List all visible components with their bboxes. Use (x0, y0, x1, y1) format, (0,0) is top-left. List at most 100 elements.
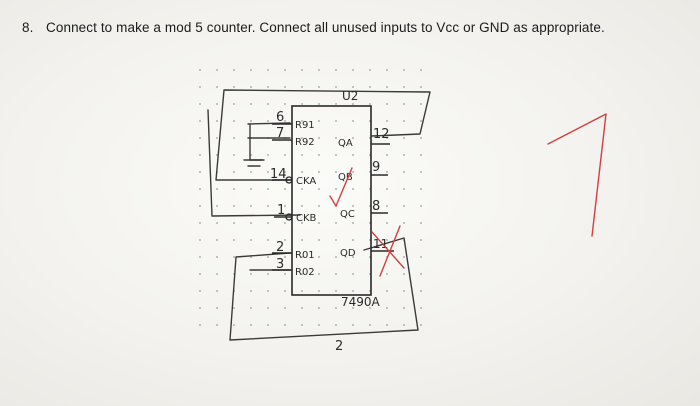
grid-dot (233, 69, 235, 71)
grid-dot (318, 171, 320, 173)
grid-dot (199, 273, 201, 275)
bottom-pin-number: 2 (335, 339, 343, 354)
pin-label-r91: R91 (295, 120, 315, 131)
cross-mark-b (379, 225, 401, 277)
grid-dot (216, 154, 218, 156)
grid-dot (403, 205, 405, 207)
cross-mark-a (371, 231, 405, 269)
grid-dot (335, 188, 337, 190)
grid-dot (199, 120, 201, 122)
grid-dot (301, 154, 303, 156)
grid-dot (386, 86, 388, 88)
grid-dot (403, 307, 405, 309)
grid-dot (216, 222, 218, 224)
pin-label-qc: QC (340, 209, 355, 220)
grid-dot (352, 222, 354, 224)
grid-dot (199, 103, 201, 105)
wiring (207, 89, 431, 341)
grid-dot (301, 239, 303, 241)
chip-body (291, 105, 372, 296)
grid-dot (250, 171, 252, 173)
grid-dot (301, 188, 303, 190)
grade-seven-stroke (547, 113, 607, 237)
grid-dot (199, 256, 201, 258)
grid-dot (267, 239, 269, 241)
grid-dot (199, 154, 201, 156)
grid-dot (233, 188, 235, 190)
grid-dot (301, 273, 303, 275)
grid-dot (267, 69, 269, 71)
grid-dot (301, 307, 303, 309)
pin-number-8: 8 (372, 199, 380, 214)
grid-dot (386, 103, 388, 105)
grid-dot (216, 137, 218, 139)
grid-dot (386, 154, 388, 156)
grid-dot (335, 154, 337, 156)
grid-dot (301, 69, 303, 71)
grid-dot (233, 120, 235, 122)
grid-dot (403, 103, 405, 105)
grid-dot (369, 307, 371, 309)
grid-dot (318, 222, 320, 224)
grid-dot (318, 205, 320, 207)
grid-dot (335, 222, 337, 224)
grid-dot (335, 137, 337, 139)
grid-dot (352, 69, 354, 71)
grid-dot (284, 69, 286, 71)
grid-dot (318, 103, 320, 105)
grid-dot (318, 273, 320, 275)
grid-dot (233, 86, 235, 88)
grid-dot (267, 154, 269, 156)
pin-number-1: 1 (277, 203, 285, 218)
grid-dot (216, 188, 218, 190)
grid-dot (250, 290, 252, 292)
grid-dot (420, 188, 422, 190)
grid-dot (284, 154, 286, 156)
grid-dot (199, 86, 201, 88)
grid-dot (403, 290, 405, 292)
grid-dot (318, 86, 320, 88)
grid-dot (216, 103, 218, 105)
grid-dot (335, 256, 337, 258)
grid-dot (301, 205, 303, 207)
grid-dot (318, 154, 320, 156)
grid-dot (318, 188, 320, 190)
grid-dot (318, 256, 320, 258)
grid-dot (335, 307, 337, 309)
grid-dot (267, 273, 269, 275)
grid-dot (386, 290, 388, 292)
grid-dot (420, 137, 422, 139)
pin-number-2: 2 (276, 240, 284, 255)
grid-dot (420, 307, 422, 309)
grid-dot (301, 103, 303, 105)
grid-dot (369, 103, 371, 105)
grid-dot (386, 171, 388, 173)
grid-dot (318, 239, 320, 241)
grid-dot (352, 256, 354, 258)
grid-dot (335, 273, 337, 275)
pin-number-9: 9 (372, 160, 380, 175)
question-line: 8.Connect to make a mod 5 counter. Conne… (22, 20, 605, 35)
grid-dot (284, 256, 286, 258)
grid-dot (233, 324, 235, 326)
grid-dot (284, 324, 286, 326)
grid-dot (267, 324, 269, 326)
grid-dot (352, 273, 354, 275)
pin-label-r92: R92 (295, 137, 315, 148)
grid-dot (216, 324, 218, 326)
grid-dot (420, 256, 422, 258)
grid-dot (284, 103, 286, 105)
pin-number-7: 7 (276, 126, 284, 141)
pin-label-r01: R01 (295, 250, 315, 261)
feedback-wire-left (207, 109, 301, 217)
grid-dot (250, 188, 252, 190)
grid-dot (403, 120, 405, 122)
grid-dot (216, 69, 218, 71)
pin-number-11: 11 (373, 237, 388, 251)
grid-dot (250, 205, 252, 207)
grid-dot (250, 120, 252, 122)
grid-dot (216, 290, 218, 292)
grid-dot (284, 273, 286, 275)
grid-dot (233, 307, 235, 309)
